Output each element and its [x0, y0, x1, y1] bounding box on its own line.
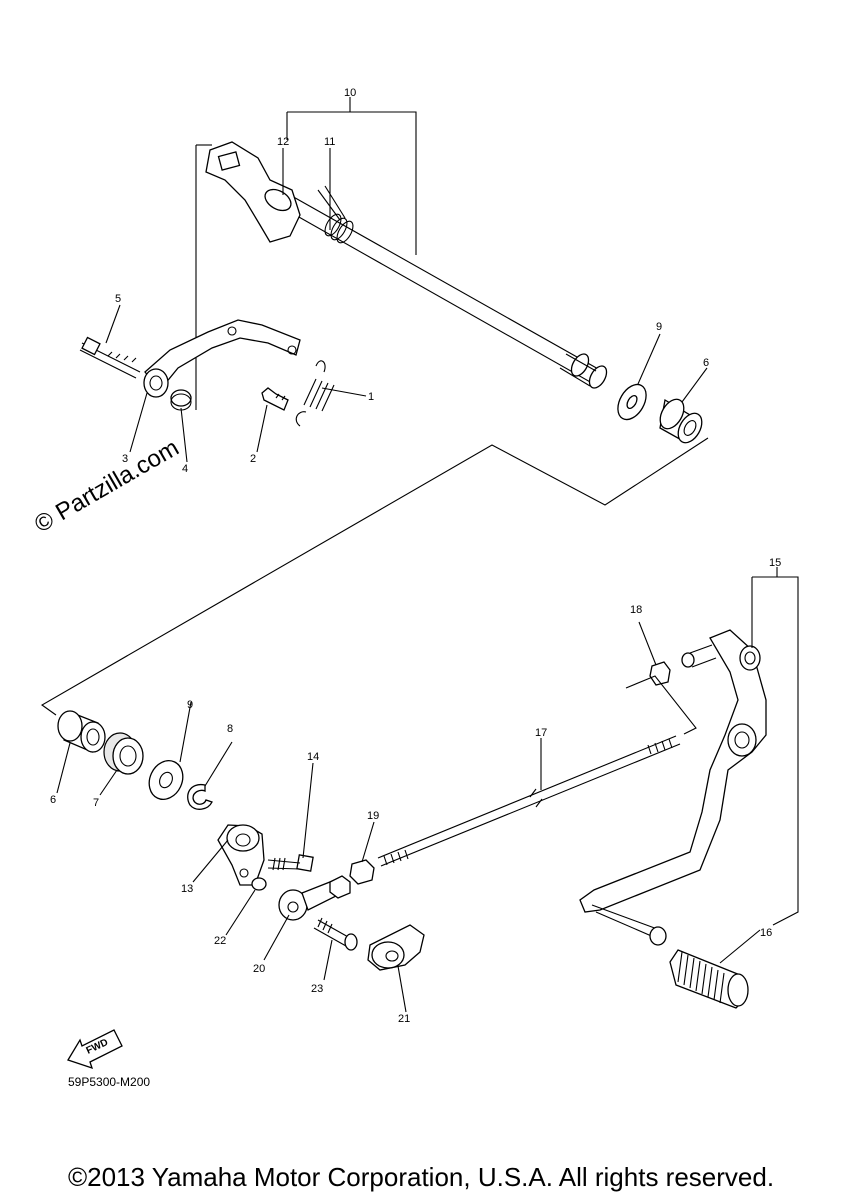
leader-lines — [56, 97, 799, 1013]
lock-nut — [349, 859, 375, 885]
washer-hole — [626, 394, 638, 410]
callout-3: 3 — [122, 453, 128, 465]
shift-shaft-edge — [282, 207, 593, 384]
callout-6-upper: 6 — [703, 357, 709, 369]
lock-washer — [251, 877, 267, 891]
shift-lever-linkage — [57, 629, 767, 1070]
callout-1: 1 — [368, 391, 374, 403]
joint-bolt — [313, 917, 358, 951]
shift-arm — [217, 824, 265, 886]
callout-11: 11 — [324, 136, 335, 148]
callout-19: 19 — [367, 810, 379, 822]
shift-shaft-spring — [317, 185, 354, 244]
return-spring — [295, 360, 335, 427]
callout-23: 23 — [311, 983, 323, 995]
joint-nut — [329, 875, 351, 899]
callout-17: 17 — [535, 727, 547, 739]
callout-4: 4 — [182, 463, 188, 475]
callout-16: 16 — [760, 927, 772, 939]
callout-22: 22 — [214, 935, 226, 947]
callout-5: 5 — [115, 293, 121, 305]
washer — [148, 760, 184, 800]
shift-pedal — [579, 629, 767, 946]
stopper-lever — [143, 319, 301, 398]
rod-end-cap — [367, 924, 425, 971]
stopper-collar — [170, 389, 192, 411]
callout-8: 8 — [227, 723, 233, 735]
collar — [659, 398, 703, 444]
pedal-bolt — [649, 644, 717, 686]
callout-15: 15 — [769, 557, 781, 569]
circlip — [187, 783, 213, 810]
shift-shaft — [289, 194, 601, 371]
callout-21: 21 — [398, 1013, 410, 1025]
copyright-notice: ©2013 Yamaha Motor Corporation, U.S.A. A… — [67, 1162, 775, 1192]
callout-9-lower: 9 — [187, 699, 193, 711]
assembly-reference-line — [40, 437, 709, 716]
callout-14: 14 — [307, 751, 319, 763]
callout-9-upper: 9 — [656, 321, 662, 333]
forward-arrow-icon — [67, 1029, 123, 1070]
pedal-reference-line — [625, 675, 697, 735]
callout-7: 7 — [93, 797, 99, 809]
shift-shaft-arm-slot — [217, 151, 241, 171]
callout-12: 12 — [277, 136, 289, 148]
collar — [57, 710, 106, 753]
callout-10: 10 — [344, 87, 356, 99]
shift-shaft-assembly — [79, 141, 703, 444]
washer-hole — [159, 771, 173, 789]
spring-pin — [261, 387, 289, 411]
diagram-code: 59P5300-M200 — [68, 1075, 151, 1089]
callout-2: 2 — [250, 453, 256, 465]
callout-18: 18 — [630, 604, 642, 616]
pedal-rubber — [669, 949, 749, 1009]
callout-20: 20 — [253, 963, 265, 975]
oil-seal — [103, 732, 144, 775]
shaft-spline-end — [559, 353, 608, 389]
callout-13: 13 — [181, 883, 193, 895]
shift-rod — [377, 735, 681, 867]
callout-6-lower: 6 — [50, 794, 56, 806]
stopper-bolt — [79, 336, 141, 379]
pinch-bolt — [267, 854, 314, 872]
